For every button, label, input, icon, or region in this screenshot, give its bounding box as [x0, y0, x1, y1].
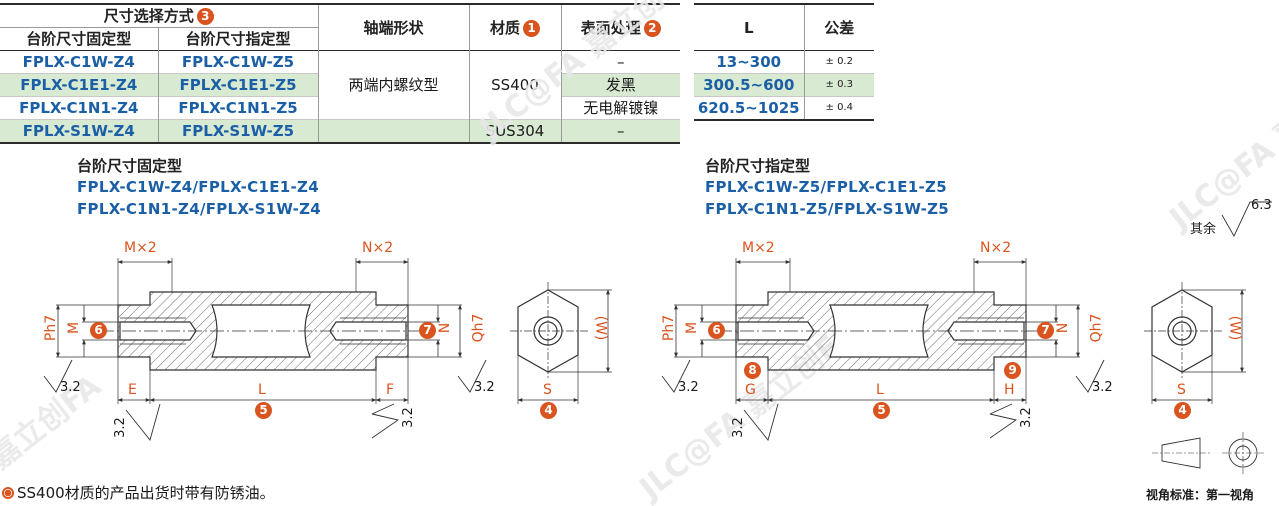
fixed-type-header: 台阶尺寸固定型: [26, 30, 132, 48]
right-q-label: Qh7: [1088, 313, 1105, 343]
badge-2: 2: [643, 19, 661, 37]
right-badge-9: 9: [1004, 362, 1021, 379]
right-rough-bl: 3.2: [730, 417, 746, 438]
left-drawing-title: 台阶尺寸固定型: [77, 157, 183, 175]
right-drawing-title: 台阶尺寸指定型: [705, 157, 811, 175]
left-badge-6: 6: [90, 322, 107, 339]
left-s-label: S: [543, 382, 552, 398]
left-badge-4: 4: [540, 402, 557, 419]
right-rough-right: 3.2: [1092, 380, 1113, 395]
right-badge-7: 7: [1037, 322, 1054, 339]
tolerance-2: ± 0.4: [803, 96, 874, 120]
left-models-line2: FPLX-C1N1-Z4/FPLX-S1W-Z4: [77, 200, 322, 218]
right-s-label: S: [1177, 382, 1186, 398]
right-l-label: L: [876, 382, 884, 398]
left-models-line1: FPLX-C1W-Z4/FPLX-C1E1-Z4: [77, 178, 319, 196]
table-row-fixed-0: FPLX-C1W-Z4: [22, 53, 135, 71]
right-badge-8: 8: [744, 362, 761, 379]
right-badge-5: 5: [873, 402, 890, 419]
right-p-label: Ph7: [661, 314, 678, 342]
surface-nickel: 无电解镀镍: [560, 96, 680, 120]
table-row-specified-2: FPLX-C1N1-Z5: [157, 96, 318, 120]
surface-none-2: –: [560, 119, 680, 143]
table-row-fixed-3: FPLX-S1W-Z4: [0, 119, 158, 143]
right-n-side-label: N: [1055, 322, 1072, 334]
view-standard: 视角标准：第一视角: [1146, 488, 1255, 502]
tolerance-header: 公差: [803, 4, 874, 51]
tolerance-0: ± 0.2: [803, 50, 874, 74]
roughness-note-label: 其余: [1190, 222, 1217, 237]
projection-symbol: [1152, 432, 1264, 474]
left-n-thread-label: N×2: [362, 240, 394, 256]
table-row-specified-3: FPLX-S1W-Z5: [157, 119, 318, 143]
right-n-thread-label: N×2: [980, 240, 1012, 256]
left-rough-right: 3.2: [474, 380, 495, 395]
left-p-label: Ph7: [43, 314, 60, 342]
material-sus304: SUS304: [468, 119, 561, 143]
right-g-label: G: [745, 382, 756, 398]
roughness-note-value: 6.3: [1251, 198, 1272, 213]
left-w-label: (W): [592, 315, 609, 341]
table-row-fixed-2: FPLX-C1N1-Z4: [19, 99, 139, 117]
right-models-line2: FPLX-C1N1-Z5/FPLX-S1W-Z5: [705, 200, 950, 218]
shape-cell-blank: [317, 119, 469, 143]
right-badge-6: 6: [708, 322, 725, 339]
left-m-thread-label: M×2: [124, 240, 157, 256]
shape-header: 轴端形状: [317, 4, 469, 51]
surface-none-1: –: [560, 50, 680, 74]
left-rough-left: 3.2: [60, 380, 81, 395]
svg-text:JLC@FA 嘉立创FA: JLC@FA 嘉立创FA: [632, 316, 863, 506]
right-rough-br: 3.2: [1018, 407, 1034, 428]
left-f-label: F: [386, 382, 395, 398]
table-row-specified-1: FPLX-C1E1-Z5: [157, 73, 318, 97]
right-rough-left: 3.2: [678, 380, 699, 395]
tolerance-table: L 公差 13~300 ± 0.2 300.5~600 ± 0.3 620.5~…: [694, 3, 874, 121]
right-h-label: H: [1004, 382, 1015, 398]
material-ss400: SS400: [468, 50, 561, 120]
right-models-line1: FPLX-C1W-Z5/FPLX-C1E1-Z5: [705, 178, 947, 196]
right-w-label: (W): [1226, 315, 1243, 341]
table-row-fixed-1: FPLX-C1E1-Z4: [0, 73, 158, 97]
left-n-side-label: N: [437, 322, 454, 334]
svg-text:嘉立创FA: 嘉立创FA: [0, 368, 108, 476]
shape-cell: 两端内螺纹型: [317, 50, 469, 120]
l-range-2: 620.5~1025: [697, 99, 800, 117]
left-l-label: L: [258, 382, 266, 398]
surface-black: 发黑: [560, 73, 680, 97]
left-m-side-label: M: [66, 321, 83, 335]
l-header: L: [743, 18, 754, 37]
right-badge-4: 4: [1174, 402, 1191, 419]
left-badge-7: 7: [419, 322, 436, 339]
specified-type-header: 台阶尺寸指定型: [157, 27, 318, 51]
left-rough-br: 3.2: [400, 407, 416, 428]
right-m-thread-label: M×2: [742, 240, 775, 256]
left-q-label: Qh7: [470, 313, 487, 343]
footer-note: SS400材质的产品出货时带有防锈油。: [2, 482, 275, 503]
badge-1: 1: [523, 19, 540, 37]
l-range-0: 13~300: [716, 53, 782, 71]
left-badge-5: 5: [255, 402, 272, 419]
right-m-side-label: M: [684, 321, 701, 335]
tolerance-1: ± 0.3: [803, 73, 874, 97]
right-hex-view: [1144, 282, 1246, 404]
badge-3: 3: [196, 8, 214, 25]
table-row-specified-0: FPLX-C1W-Z5: [157, 50, 318, 74]
bullet-icon: [2, 487, 14, 499]
left-hex-view: [510, 282, 612, 404]
left-rough-bl: 3.2: [112, 417, 128, 438]
l-range-1: 300.5~600: [694, 73, 804, 97]
left-e-label: E: [128, 382, 137, 398]
